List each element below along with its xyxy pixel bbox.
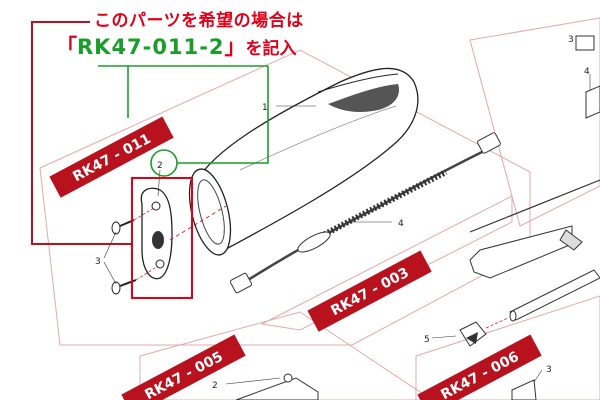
banner-rk47-006-label: RK47 - 006 xyxy=(438,349,521,400)
rk47-005-plate xyxy=(235,377,319,400)
banner-rk47-011-bg xyxy=(49,116,174,198)
assembly-axis xyxy=(169,205,227,241)
cylinder-tip xyxy=(509,310,517,322)
endcap-screw-hole-top xyxy=(151,201,161,211)
banner-rk47-003-bg xyxy=(307,250,432,332)
tr-block xyxy=(575,35,595,51)
part-5-grip xyxy=(466,332,478,344)
panel-top-right xyxy=(469,17,600,227)
endplate-inner xyxy=(197,179,225,245)
rk47-005-screw xyxy=(283,373,293,383)
callout-3-screws: 3 xyxy=(95,257,101,267)
bottom-parts xyxy=(235,373,537,400)
housing-groove xyxy=(239,105,397,171)
leader-3-bottom xyxy=(103,261,117,285)
leader-5 xyxy=(431,335,457,339)
part-2-endcap xyxy=(140,187,173,280)
instruction-line-2: 「RK47-011-2」を記入 xyxy=(56,31,297,61)
rk47-006-bracket xyxy=(511,379,537,400)
screw-top-head xyxy=(111,221,121,235)
carrier-latch xyxy=(559,229,583,251)
screw-bottom-shaft xyxy=(119,279,137,287)
callout-1: 1 xyxy=(262,103,268,113)
green-leader-right xyxy=(177,66,269,164)
bracket-open: 「 xyxy=(56,35,77,59)
screw-top-axis xyxy=(133,207,155,221)
rod-axis xyxy=(485,317,509,329)
callout-4-cable: 4 xyxy=(398,219,404,229)
screw-bottom-axis xyxy=(135,265,159,281)
tr-bracket xyxy=(585,85,600,119)
screw-bottom-head xyxy=(111,281,121,295)
callout-4-top-right: 4 xyxy=(584,67,590,77)
banner-rk47-011: RK47 - 011 xyxy=(49,116,174,198)
banner-rk47-006-bg xyxy=(417,334,542,400)
callout-2-bottom: 2 xyxy=(212,381,218,391)
top-right-assembly xyxy=(469,35,600,233)
callout-5: 5 xyxy=(424,335,430,345)
panel-rk47-006 xyxy=(415,295,600,400)
banner-rk47-003-label: RK47 - 003 xyxy=(328,265,411,319)
header-red-leader xyxy=(31,21,132,245)
banner-rk47-005-label: RK47 - 005 xyxy=(142,349,225,400)
carrier-bar xyxy=(469,225,573,279)
endcap-center-hole xyxy=(152,231,164,249)
rk47-003-parts xyxy=(459,225,600,347)
cable-wire xyxy=(247,150,483,282)
screws xyxy=(111,207,159,295)
callout-2-main: 2 xyxy=(157,161,163,171)
callout-2-highlight-ring xyxy=(150,149,178,177)
part-number-code: RK47-011-2 xyxy=(77,35,225,59)
cable-connector-bottom xyxy=(229,272,253,294)
bracket-close: 」 xyxy=(224,35,246,59)
cable-connector-top xyxy=(477,132,501,154)
instruction-suffix: を記入 xyxy=(245,39,297,59)
cable-sleeve xyxy=(297,231,331,253)
tr-rod xyxy=(469,179,600,233)
instruction-line-1: このパーツを希望の場合は xyxy=(94,11,304,31)
leader-2-bottom xyxy=(225,377,281,385)
part-5-clip xyxy=(459,321,487,347)
panel-rk47-003 xyxy=(260,195,513,331)
callout-3-top-right: 3 xyxy=(568,35,574,45)
endcap-screw-hole-bottom xyxy=(155,259,165,269)
leader-2-main xyxy=(157,169,161,197)
banner-rk47-005-bg xyxy=(121,334,246,400)
callout-3-bottom-right: 3 xyxy=(546,365,552,375)
housing-top-ridge xyxy=(317,73,399,93)
cylinder-rod xyxy=(509,269,600,321)
housing-shading xyxy=(328,84,400,112)
cable-assembly xyxy=(229,132,501,294)
part-highlight-box xyxy=(131,177,193,299)
leader-3-br xyxy=(533,369,543,383)
